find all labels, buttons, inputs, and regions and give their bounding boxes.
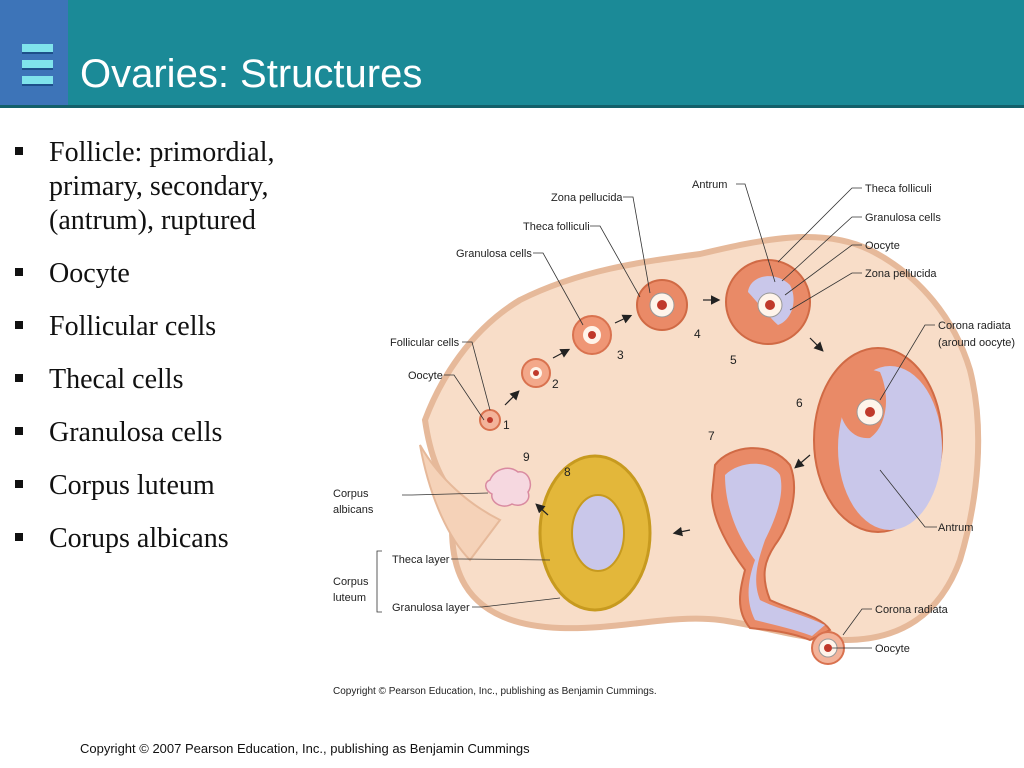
logo-bar-icon [22, 76, 53, 86]
bullet-item: Follicular cells [12, 310, 328, 344]
logo-bar-icon [22, 44, 53, 54]
label-oocyte-bottom: Oocyte [875, 643, 910, 655]
bullet-text: Granulosa cells [49, 417, 223, 448]
follicle-stage-4 [636, 279, 688, 331]
label-granulosa-cells-left: Granulosa cells [456, 248, 532, 260]
label-corona-radiata-bottom: Corona radiata [875, 604, 949, 616]
bullet-square-icon [15, 374, 23, 382]
stage-number: 8 [564, 465, 571, 479]
slide-logo [0, 0, 68, 105]
bullet-square-icon [15, 427, 23, 435]
bullet-text: Thecal cells [49, 364, 184, 395]
leader-lines [376, 183, 937, 649]
follicle-stage-1 [479, 409, 501, 431]
bullet-item: Corups albicans [12, 522, 328, 556]
label-oocyte-left: Oocyte [408, 370, 443, 382]
stage-number: 1 [503, 418, 510, 432]
corpus-albicans-stage-9 [485, 467, 532, 507]
label-antrum-bottom: Antrum [938, 522, 973, 534]
label-oocyte-right: Oocyte [865, 240, 900, 252]
ruptured-follicle-stage-7 [710, 447, 832, 642]
bullet-square-icon [15, 268, 23, 276]
progression-arrow [672, 526, 691, 537]
stage-number: 3 [617, 348, 624, 362]
bullet-text: Corups albicans [49, 523, 229, 554]
label-theca-layer: Theca layer [392, 554, 450, 566]
label-theca-folliculi-left: Theca folliculi [523, 221, 590, 233]
ovary-hilum [419, 444, 502, 562]
progression-arrow [504, 390, 520, 406]
label-antrum-top: Antrum [692, 179, 727, 191]
progression-arrow [809, 337, 824, 352]
released-oocyte [811, 631, 845, 665]
slide-footer: Copyright © 2007 Pearson Education, Inc.… [80, 741, 530, 756]
label-corpus-albicans-1: Corpus [333, 488, 369, 500]
bullet-list: Follicle: primordial, primary, secondary… [12, 136, 328, 575]
progression-arrow [794, 454, 811, 469]
bullet-item: Corpus luteum [12, 469, 328, 503]
stage-number: 9 [523, 450, 530, 464]
bullet-item: Follicle: primordial, primary, secondary… [12, 136, 328, 238]
label-corpus-albicans-2: albicans [333, 504, 374, 516]
bullet-square-icon [15, 147, 23, 155]
stage-number: 4 [694, 327, 701, 341]
stage-number: 5 [730, 353, 737, 367]
label-granulosa-cells-right: Granulosa cells [865, 212, 941, 224]
label-corpus-luteum-1: Corpus [333, 576, 369, 588]
bullet-item: Granulosa cells [12, 416, 328, 450]
header-divider [0, 105, 1024, 108]
slide-header [0, 0, 1024, 105]
logo-bar-icon [22, 60, 53, 70]
bullet-text: Follicle: primordial, primary, secondary… [49, 137, 275, 236]
bullet-text: Corpus luteum [49, 470, 215, 501]
bullet-item: Oocyte [12, 257, 328, 291]
follicle-stage-2 [521, 358, 551, 388]
progression-arrow [552, 348, 571, 359]
diagram-credit: Copyright © Pearson Education, Inc., pub… [333, 686, 657, 697]
label-zona-pellucida-left: Zona pellucida [551, 192, 623, 204]
stage-number: 6 [796, 396, 803, 410]
stage-number: 2 [552, 377, 559, 391]
ovary-diagram: Antrum Zona pellucida Theca folliculi Gr… [333, 179, 1015, 665]
label-around-oocyte: (around oocyte) [938, 337, 1015, 349]
bullet-text: Follicular cells [49, 311, 217, 342]
progression-arrow [614, 314, 633, 324]
bullet-item: Thecal cells [12, 363, 328, 397]
slide-title: Ovaries: Structures [80, 52, 423, 96]
stage-number: 7 [708, 429, 715, 443]
label-granulosa-layer: Granulosa layer [392, 602, 470, 614]
follicle-stage-5 [725, 259, 811, 345]
bullet-square-icon [15, 321, 23, 329]
bullet-text: Oocyte [49, 258, 130, 289]
label-corpus-luteum-2: luteum [333, 592, 366, 604]
bullet-square-icon [15, 533, 23, 541]
follicle-stage-3 [572, 315, 612, 355]
label-zona-pellucida-right: Zona pellucida [865, 268, 937, 280]
bullet-square-icon [15, 480, 23, 488]
label-corona-radiata-top: Corona radiata [938, 320, 1012, 332]
label-follicular-cells: Follicular cells [390, 337, 460, 349]
corpus-luteum-stage-8 [538, 454, 652, 612]
progression-arrow [535, 503, 549, 516]
follicle-stage-6 [813, 347, 943, 533]
label-theca-folliculi-right: Theca folliculi [865, 183, 932, 195]
